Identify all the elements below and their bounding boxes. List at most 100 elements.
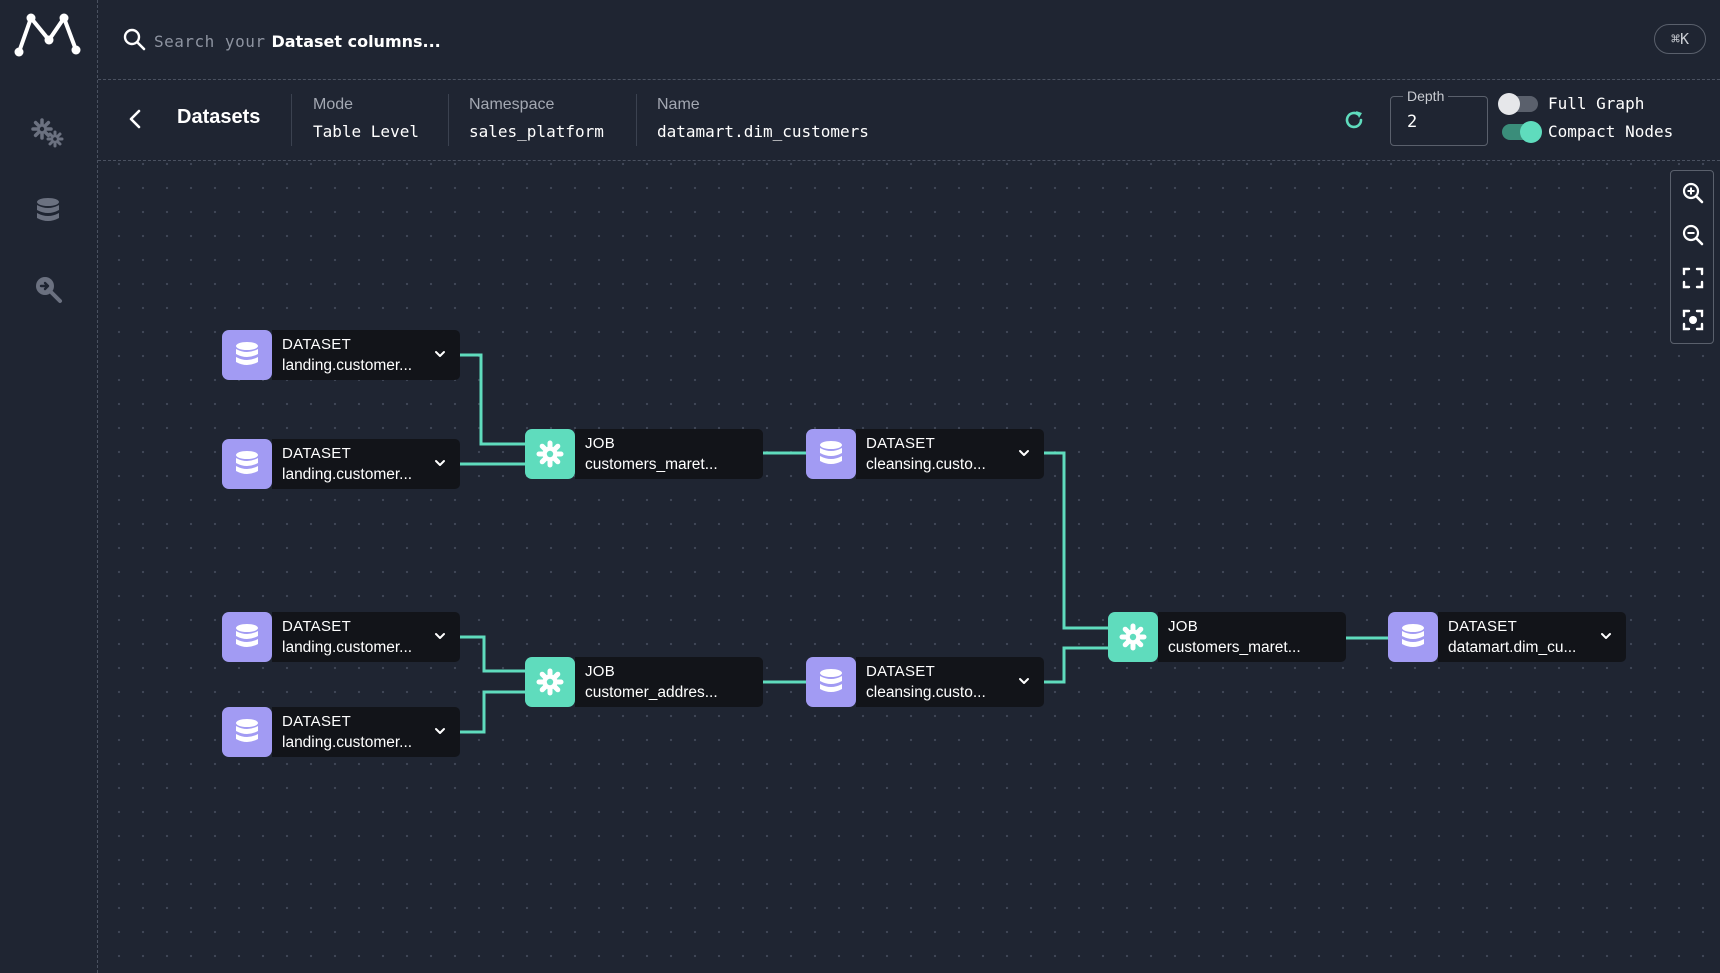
marquez-logo-icon[interactable]: [14, 10, 84, 62]
refresh-icon: [1345, 111, 1363, 129]
node-body: DATASET landing.customer...: [272, 707, 460, 757]
job-node[interactable]: JOB customers_maret...: [525, 429, 763, 479]
database-icon: [806, 429, 856, 479]
dataset-node[interactable]: DATASET landing.customer...: [222, 612, 460, 662]
gear-icon: [525, 429, 575, 479]
node-body: DATASET datamart.dim_cu...: [1438, 612, 1626, 662]
dataset-node[interactable]: DATASET landing.customer...: [222, 330, 460, 380]
node-type: DATASET: [282, 618, 352, 635]
namespace-field: Namespace sales_platform: [469, 96, 604, 141]
name-value: datamart.dim_customers: [657, 122, 869, 141]
node-body: DATASET landing.customer...: [272, 439, 460, 489]
depth-label: Depth: [1403, 88, 1449, 104]
database-icon: [222, 439, 272, 489]
node-type: DATASET: [282, 713, 352, 730]
name-field: Name datamart.dim_customers: [657, 96, 869, 141]
node-name: cleansing.custo...: [866, 684, 986, 701]
full-graph-label: Full Graph: [1548, 94, 1645, 113]
search-input[interactable]: Search your Dataset columns...: [122, 26, 441, 56]
jobs-icon[interactable]: [30, 115, 66, 151]
node-type: JOB: [1168, 618, 1199, 635]
node-type: DATASET: [282, 445, 352, 462]
chevron-down-icon[interactable]: [1598, 628, 1614, 644]
node-type: DATASET: [866, 663, 936, 680]
chevron-down-icon[interactable]: [1016, 673, 1032, 689]
namespace-label: Namespace: [469, 96, 555, 113]
zoom-in-button[interactable]: [1677, 177, 1709, 209]
database-icon: [222, 707, 272, 757]
divider: [448, 94, 449, 146]
chevron-down-icon[interactable]: [432, 628, 448, 644]
database-icon: [222, 612, 272, 662]
sidebar: [0, 0, 98, 973]
name-label: Name: [657, 96, 700, 113]
namespace-value: sales_platform: [469, 122, 604, 141]
node-type: JOB: [585, 435, 616, 452]
depth-value: 2: [1407, 112, 1418, 132]
node-body: JOB customer_addres...: [575, 657, 763, 707]
dataset-node[interactable]: DATASET landing.customer...: [222, 439, 460, 489]
database-icon: [1388, 612, 1438, 662]
node-body: DATASET cleansing.custo...: [856, 429, 1044, 479]
search-placeholder: Search your: [154, 31, 266, 51]
top-bar: Search your Dataset columns... ⌘K: [98, 0, 1720, 80]
compact-nodes-switch[interactable]: [1502, 120, 1542, 143]
node-body: DATASET landing.customer...: [272, 612, 460, 662]
lineage-header: Datasets Mode Table Level Namespace sale…: [98, 80, 1720, 161]
full-graph-switch[interactable]: [1498, 92, 1538, 115]
search-lineage-icon[interactable]: [30, 271, 66, 307]
divider: [291, 94, 292, 146]
divider: [636, 94, 637, 146]
node-body: DATASET landing.customer...: [272, 330, 460, 380]
center-selected-button[interactable]: [1677, 304, 1709, 336]
node-name: landing.customer...: [282, 357, 413, 374]
node-name: landing.customer...: [282, 466, 413, 483]
node-body: DATASET cleansing.custo...: [856, 657, 1044, 707]
chevron-down-icon[interactable]: [432, 346, 448, 362]
chevron-down-icon[interactable]: [432, 455, 448, 471]
node-body: JOB customers_maret...: [1158, 612, 1346, 662]
compact-nodes-toggle[interactable]: Compact Nodes: [1502, 120, 1674, 143]
mode-field: Mode Table Level: [313, 96, 419, 141]
gear-icon: [1108, 612, 1158, 662]
zoom-out-icon: [1682, 224, 1704, 246]
keyboard-shortcut-badge: ⌘K: [1654, 24, 1706, 54]
zoom-in-icon: [1682, 182, 1704, 204]
dataset-node[interactable]: DATASET landing.customer...: [222, 707, 460, 757]
job-node[interactable]: JOB customer_addres...: [525, 657, 763, 707]
fullscreen-icon: [1682, 267, 1704, 289]
page-title: Datasets: [177, 106, 261, 128]
node-name: customers_maret...: [1168, 639, 1301, 656]
center-focus-icon: [1682, 309, 1704, 331]
refresh-button[interactable]: [1340, 106, 1368, 134]
back-button[interactable]: [120, 104, 150, 134]
fit-view-button[interactable]: [1677, 262, 1709, 294]
node-name: datamart.dim_cu...: [1448, 639, 1577, 656]
depth-input[interactable]: Depth 2: [1390, 88, 1488, 146]
database-icon: [222, 330, 272, 380]
node-type: DATASET: [866, 435, 936, 452]
chevron-down-icon[interactable]: [1016, 445, 1032, 461]
dataset-node[interactable]: DATASET cleansing.custo...: [806, 657, 1044, 707]
zoom-controls: [1670, 170, 1714, 344]
gear-icon: [525, 657, 575, 707]
compact-nodes-label: Compact Nodes: [1548, 122, 1674, 141]
zoom-out-button[interactable]: [1677, 219, 1709, 251]
node-name: customers_maret...: [585, 456, 718, 473]
job-node[interactable]: JOB customers_maret...: [1108, 612, 1346, 662]
node-name: customer_addres...: [585, 684, 718, 701]
node-name: cleansing.custo...: [866, 456, 986, 473]
mode-value: Table Level: [313, 122, 419, 141]
database-icon: [806, 657, 856, 707]
dataset-node[interactable]: DATASET cleansing.custo...: [806, 429, 1044, 479]
node-name: landing.customer...: [282, 639, 413, 656]
node-type: JOB: [585, 663, 616, 680]
node-name: landing.customer...: [282, 734, 413, 751]
search-icon: [122, 27, 146, 55]
datasets-icon[interactable]: [30, 193, 66, 229]
full-graph-toggle[interactable]: Full Graph: [1498, 92, 1645, 115]
lineage-canvas[interactable]: [99, 162, 1720, 973]
search-placeholder-strong: Dataset columns...: [271, 31, 441, 51]
dataset-node-selected[interactable]: DATASET datamart.dim_cu...: [1388, 612, 1626, 662]
chevron-down-icon[interactable]: [432, 723, 448, 739]
